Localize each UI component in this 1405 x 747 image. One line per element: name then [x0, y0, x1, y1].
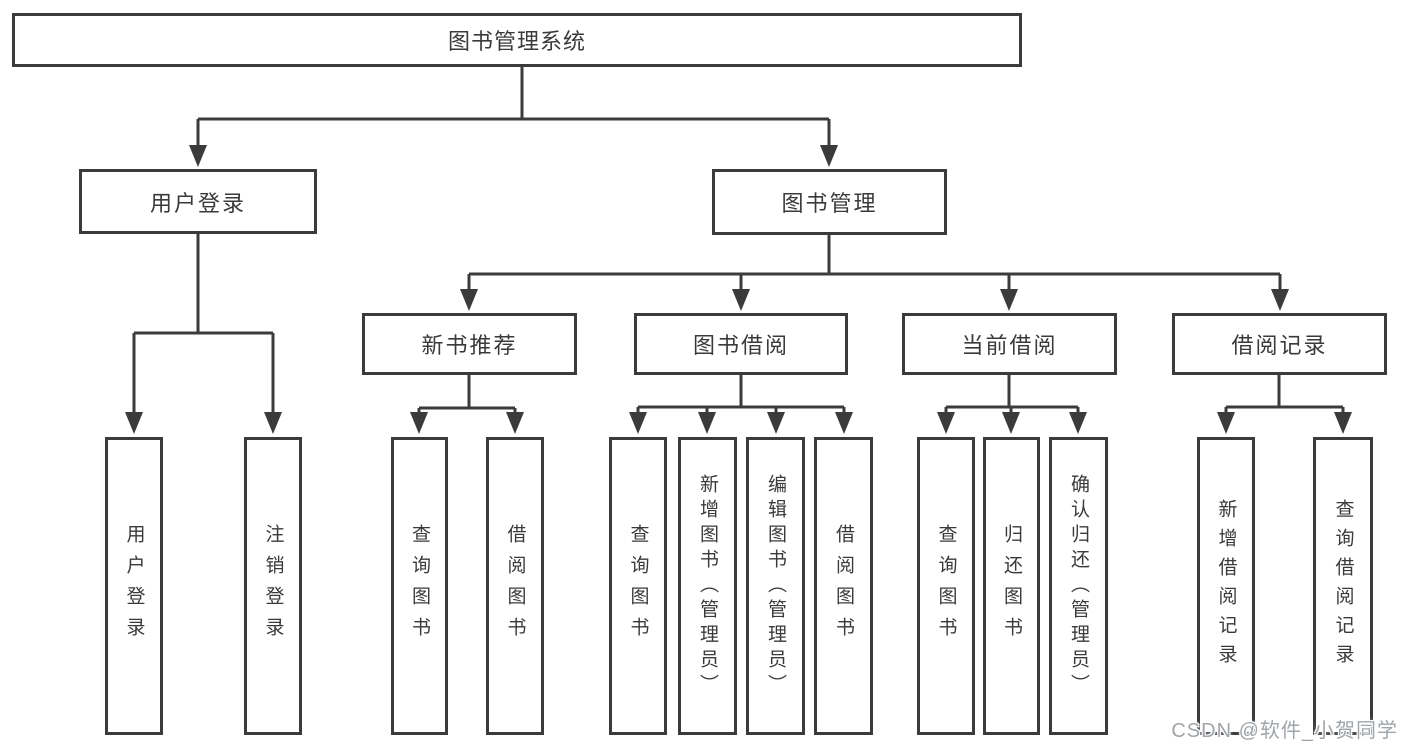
node-label: 归还图书: [1001, 524, 1022, 648]
node-label: 图书管理系统: [447, 29, 586, 54]
node-library-management-system: 图书管理系统: [12, 13, 1022, 67]
node-label: 确认归还（管理员）: [1068, 473, 1089, 699]
arrowhead-icon: [264, 412, 282, 434]
connector-currentborrow-children: [937, 375, 1087, 434]
node-label: 借阅图书: [504, 524, 526, 648]
arrowhead-icon: [698, 412, 716, 434]
node-label: 注销登录: [262, 524, 284, 648]
node-current-borrowing: 当前借阅: [902, 313, 1117, 375]
node-leaf-return-books: 归还图书: [983, 437, 1040, 735]
connector-root-to-level2: [189, 67, 838, 167]
node-leaf-logout: 注销登录: [244, 437, 302, 735]
connector-newbooks-children: [410, 375, 524, 434]
connector-line: [467, 235, 1282, 290]
arrowhead-icon: [1334, 412, 1352, 434]
arrowhead-icon: [1217, 412, 1235, 434]
node-label: 查询图书: [627, 524, 649, 648]
node-label: 查询图书: [409, 524, 430, 648]
arrowhead-icon: [125, 412, 143, 434]
node-label: 图书借阅: [692, 333, 789, 358]
watermark: CSDN @软件_小贺同学: [1171, 720, 1398, 742]
arrowhead-icon: [835, 412, 853, 434]
node-label: 新书推荐: [421, 333, 518, 358]
node-label: 新增借阅记录: [1215, 499, 1237, 673]
connector-line: [196, 67, 831, 146]
arrowhead-icon: [767, 412, 785, 434]
arrowhead-icon: [732, 289, 750, 311]
node-leaf-query-books-recommend: 查询图书: [391, 437, 448, 735]
node-label: 图书管理: [781, 191, 878, 216]
node-label: 用户登录: [123, 524, 145, 648]
node-leaf-add-borrow-record: 新增借阅记录: [1197, 437, 1255, 735]
node-user-login: 用户登录: [79, 169, 317, 234]
arrowhead-icon: [506, 412, 524, 434]
arrowhead-icon: [1002, 412, 1020, 434]
connector-bookborrow-children: [629, 375, 853, 434]
node-leaf-borrow-books-borrowing: 借阅图书: [814, 437, 873, 735]
node-label: 借阅记录: [1231, 333, 1328, 358]
node-book-management: 图书管理: [712, 169, 947, 235]
arrowhead-icon: [820, 145, 838, 167]
connector-line: [1224, 375, 1345, 412]
arrowhead-icon: [1069, 412, 1087, 434]
connector-line: [132, 233, 275, 412]
node-leaf-edit-books-admin: 编辑图书（管理员）: [746, 437, 805, 735]
connector-line: [944, 375, 1080, 412]
node-label: 新增图书（管理员）: [697, 473, 718, 699]
node-label: 借阅图书: [833, 524, 854, 648]
node-book-borrowing: 图书借阅: [634, 313, 848, 375]
connector-bookmgmt-to-level3: [460, 235, 1289, 311]
node-leaf-user-login: 用户登录: [105, 437, 163, 735]
node-label: 查询借阅记录: [1332, 499, 1354, 673]
arrowhead-icon: [1271, 289, 1289, 311]
node-leaf-query-books-borrowing: 查询图书: [609, 437, 667, 735]
node-leaf-add-books-admin: 新增图书（管理员）: [678, 437, 737, 735]
connector-line: [636, 375, 846, 412]
node-leaf-borrow-books-recommend: 借阅图书: [486, 437, 544, 735]
node-label: 用户登录: [149, 190, 246, 216]
arrowhead-icon: [189, 145, 207, 167]
arrowhead-icon: [460, 289, 478, 311]
node-leaf-query-books-current: 查询图书: [917, 437, 975, 735]
connector-userlogin-children: [125, 233, 282, 434]
node-label: 编辑图书（管理员）: [765, 473, 786, 699]
node-label: 当前借阅: [961, 333, 1058, 358]
arrowhead-icon: [629, 412, 647, 434]
node-borrowing-records: 借阅记录: [1172, 313, 1387, 375]
node-new-book-recommendation: 新书推荐: [362, 313, 577, 375]
arrowhead-icon: [937, 412, 955, 434]
arrowhead-icon: [1000, 289, 1018, 311]
connector-borrowrecords-children: [1217, 375, 1352, 434]
connector-line: [417, 375, 517, 412]
node-leaf-confirm-return-admin: 确认归还（管理员）: [1049, 437, 1108, 735]
arrowhead-icon: [410, 412, 428, 434]
node-label: 查询图书: [935, 524, 957, 648]
node-leaf-query-borrow-record: 查询借阅记录: [1313, 437, 1373, 735]
